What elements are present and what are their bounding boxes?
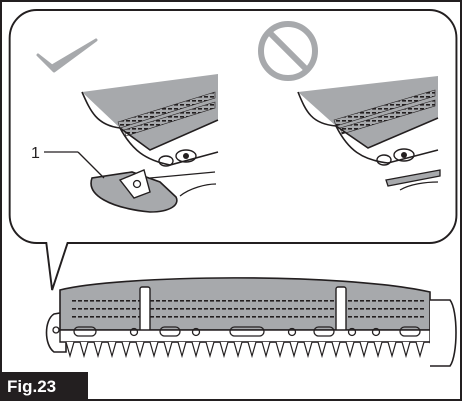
checkmark-icon [36, 38, 98, 73]
figure-label: Fig.23 [0, 372, 88, 401]
trimmer-blade-overview [45, 277, 457, 367]
incorrect-installation-detail [297, 76, 441, 191]
callout-number-1: 1 [31, 145, 40, 162]
callout-bubble [8, 9, 458, 291]
prohibition-icon [258, 21, 318, 81]
correct-installation-detail [44, 74, 219, 213]
